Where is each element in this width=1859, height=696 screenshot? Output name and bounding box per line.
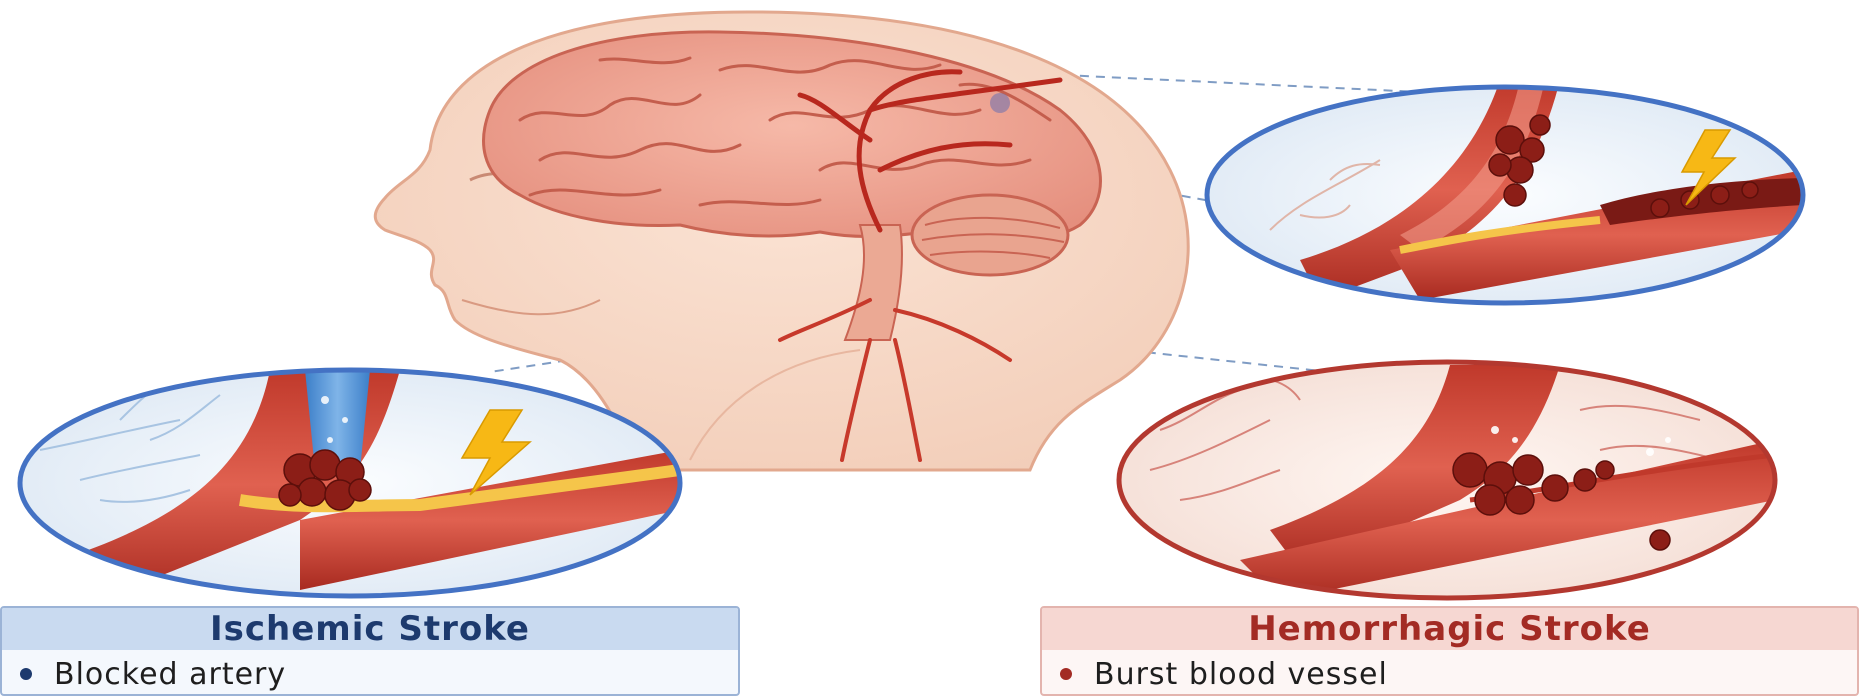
ischemic-inset xyxy=(20,370,680,600)
ischemic-bullet-item: Blocked artery xyxy=(2,650,738,696)
upper-inset xyxy=(1207,80,1803,303)
ischemic-bullet-text: Blocked artery xyxy=(54,657,286,692)
hemorrhagic-stroke-panel: Hemorrhagic Stroke Burst blood vessel xyxy=(1040,606,1859,696)
hemorrhagic-bullet-item: Burst blood vessel xyxy=(1042,650,1857,696)
ischemic-stroke-panel: Ischemic Stroke Blocked artery xyxy=(0,606,740,696)
hemorrhagic-inset xyxy=(1119,362,1775,600)
ischemic-stroke-title: Ischemic Stroke xyxy=(2,608,738,650)
illustration xyxy=(0,0,1859,606)
bullet-dot-icon xyxy=(1060,668,1072,680)
hemorrhagic-bullet-text: Burst blood vessel xyxy=(1094,657,1388,692)
hemorrhagic-stroke-title: Hemorrhagic Stroke xyxy=(1042,608,1857,650)
bullet-dot-icon xyxy=(20,668,32,680)
